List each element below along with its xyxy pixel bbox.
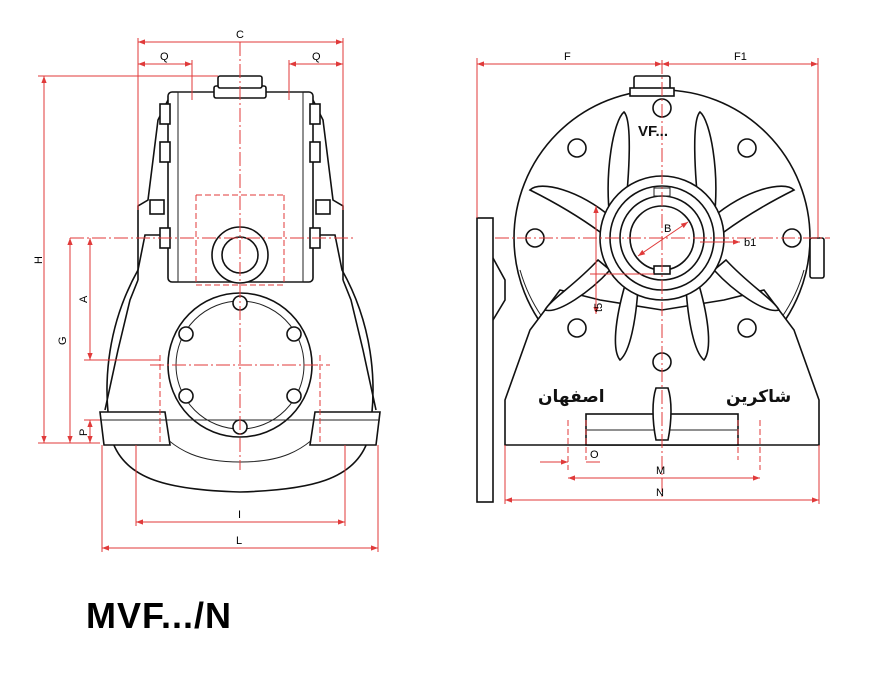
side-view: C Q Q H G A P I L bbox=[33, 29, 381, 552]
dim-label-q-left: Q bbox=[160, 51, 169, 63]
dim-label-i: I bbox=[238, 509, 241, 521]
dim-label-l: L bbox=[236, 535, 242, 547]
dim-label-f: F bbox=[564, 51, 571, 63]
front-side-plug bbox=[809, 237, 825, 279]
dim-label-h: H bbox=[33, 256, 45, 264]
dim-label-t5: t5 bbox=[593, 303, 605, 312]
front-rear-flange bbox=[476, 217, 494, 503]
model-title: MVF.../N bbox=[86, 595, 233, 636]
dim-label-n: N bbox=[656, 487, 664, 499]
dim-label-b1: b1 bbox=[744, 237, 756, 249]
dim-label-q-right: Q bbox=[312, 51, 321, 63]
dim-label-a: A bbox=[78, 295, 90, 303]
dim-label-g: G bbox=[57, 336, 69, 345]
dim-label-o: O bbox=[590, 449, 599, 461]
dim-label-p: P bbox=[78, 429, 90, 436]
brand-mark-left: اصفهان bbox=[538, 387, 605, 407]
dim-label-m: M bbox=[656, 465, 665, 477]
front-view: VF... اصفهان شاکرین F F1 B b1 t5 O M N bbox=[476, 51, 830, 504]
dim-label-c: C bbox=[236, 29, 244, 41]
brand-mark-right: شاکرین bbox=[726, 387, 791, 407]
casting-mark: VF... bbox=[638, 123, 668, 140]
dim-label-b: B bbox=[664, 223, 671, 235]
dim-label-f1: F1 bbox=[734, 51, 747, 63]
